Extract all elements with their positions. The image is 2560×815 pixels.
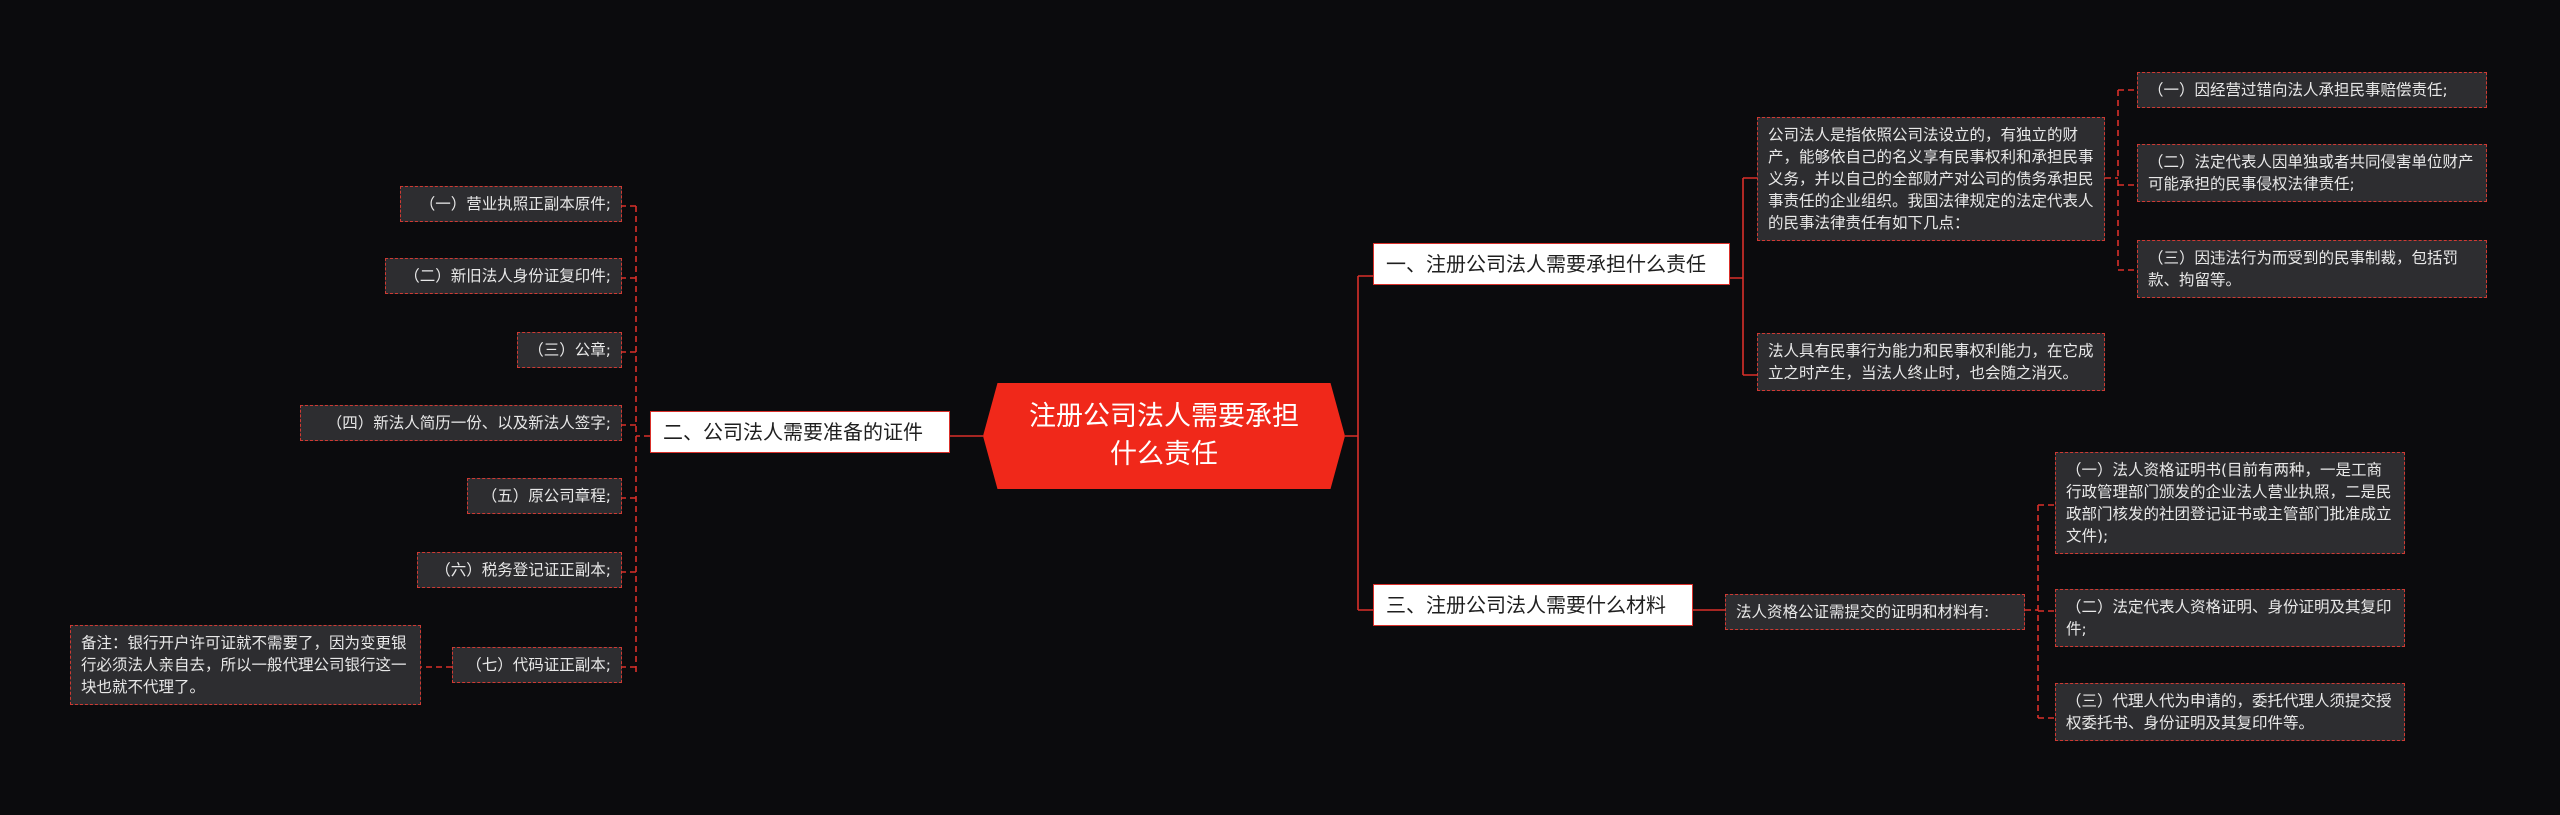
root-topic[interactable]: 注册公司法人需要承担什么责任 [983, 383, 1345, 489]
branch-3-item-1-text: （一）法人资格证明书(目前有两种，一是工商行政管理部门颁发的企业法人营业执照，二… [2066, 461, 2392, 545]
branch-3-label: 三、注册公司法人需要什么材料 [1386, 593, 1666, 617]
branch-2-item-6-text: （六）税务登记证正副本; [435, 561, 611, 579]
branch-2-label: 二、公司法人需要准备的证件 [663, 420, 923, 444]
branch-3-topic[interactable]: 三、注册公司法人需要什么材料 [1373, 584, 1693, 626]
branch-2-item-5[interactable]: （五）原公司章程; [467, 478, 622, 514]
branch-1-item-2-text: （二）法定代表人因单独或者共同侵害单位财产可能承担的民事侵权法律责任; [2148, 153, 2474, 193]
branch-3-item-2[interactable]: （二）法定代表人资格证明、身份证明及其复印件; [2055, 589, 2405, 647]
branch-2-item-7[interactable]: （七）代码证正副本; [452, 647, 622, 683]
branch-1-description-text: 公司法人是指依照公司法设立的，有独立的财产，能够依自己的名义享有民事权利和承担民… [1768, 126, 2094, 232]
branch-1-description[interactable]: 公司法人是指依照公司法设立的，有独立的财产，能够依自己的名义享有民事权利和承担民… [1757, 117, 2105, 241]
branch-2-item-7-text: （七）代码证正副本; [466, 656, 611, 674]
branch-1-item-3-text: （三）因违法行为而受到的民事制裁，包括罚款、拘留等。 [2148, 249, 2459, 289]
branch-2-item-1-text: （一）营业执照正副本原件; [419, 195, 611, 213]
branch-2-item-2[interactable]: （二）新旧法人身份证复印件; [385, 258, 622, 294]
branch-1-note-text: 法人具有民事行为能力和民事权利能力，在它成立之时产生，当法人终止时，也会随之消灭… [1768, 342, 2094, 382]
branch-2-item-3[interactable]: （三）公章; [517, 332, 622, 368]
branch-1-topic[interactable]: 一、注册公司法人需要承担什么责任 [1373, 243, 1730, 285]
branch-2-item-4[interactable]: （四）新法人简历一份、以及新法人签字; [300, 405, 622, 441]
branch-3-item-3[interactable]: （三）代理人代为申请的，委托代理人须提交授权委托书、身份证明及其复印件等。 [2055, 683, 2405, 741]
branch-2-item-1[interactable]: （一）营业执照正副本原件; [400, 186, 622, 222]
branch-1-item-2[interactable]: （二）法定代表人因单独或者共同侵害单位财产可能承担的民事侵权法律责任; [2137, 144, 2487, 202]
branch-2-item-4-text: （四）新法人简历一份、以及新法人签字; [326, 414, 611, 432]
branch-1-item-1-text: （一）因经营过错向法人承担民事赔偿责任; [2148, 81, 2448, 99]
branch-2-note-text: 备注：银行开户许可证就不需要了，因为变更银行必须法人亲自去，所以一般代理公司银行… [81, 634, 407, 696]
branch-3-subtopic-text: 法人资格公证需提交的证明和材料有: [1736, 603, 1990, 621]
branch-1-item-1[interactable]: （一）因经营过错向法人承担民事赔偿责任; [2137, 72, 2487, 108]
branch-2-item-3-text: （三）公章; [528, 341, 611, 359]
branch-3-item-3-text: （三）代理人代为申请的，委托代理人须提交授权委托书、身份证明及其复印件等。 [2066, 692, 2392, 732]
branch-3-item-1[interactable]: （一）法人资格证明书(目前有两种，一是工商行政管理部门颁发的企业法人营业执照，二… [2055, 452, 2405, 554]
branch-1-label: 一、注册公司法人需要承担什么责任 [1386, 252, 1706, 276]
branch-1-item-3[interactable]: （三）因违法行为而受到的民事制裁，包括罚款、拘留等。 [2137, 240, 2487, 298]
branch-2-note[interactable]: 备注：银行开户许可证就不需要了，因为变更银行必须法人亲自去，所以一般代理公司银行… [70, 625, 421, 705]
branch-2-item-6[interactable]: （六）税务登记证正副本; [417, 552, 622, 588]
branch-3-item-2-text: （二）法定代表人资格证明、身份证明及其复印件; [2066, 598, 2392, 638]
branch-2-item-5-text: （五）原公司章程; [481, 487, 611, 505]
root-topic-label: 注册公司法人需要承担什么责任 [1029, 401, 1299, 470]
branch-3-subtopic[interactable]: 法人资格公证需提交的证明和材料有: [1725, 594, 2025, 630]
branch-1-note[interactable]: 法人具有民事行为能力和民事权利能力，在它成立之时产生，当法人终止时，也会随之消灭… [1757, 333, 2105, 391]
branch-2-topic[interactable]: 二、公司法人需要准备的证件 [650, 411, 950, 453]
branch-2-item-2-text: （二）新旧法人身份证复印件; [404, 267, 611, 285]
